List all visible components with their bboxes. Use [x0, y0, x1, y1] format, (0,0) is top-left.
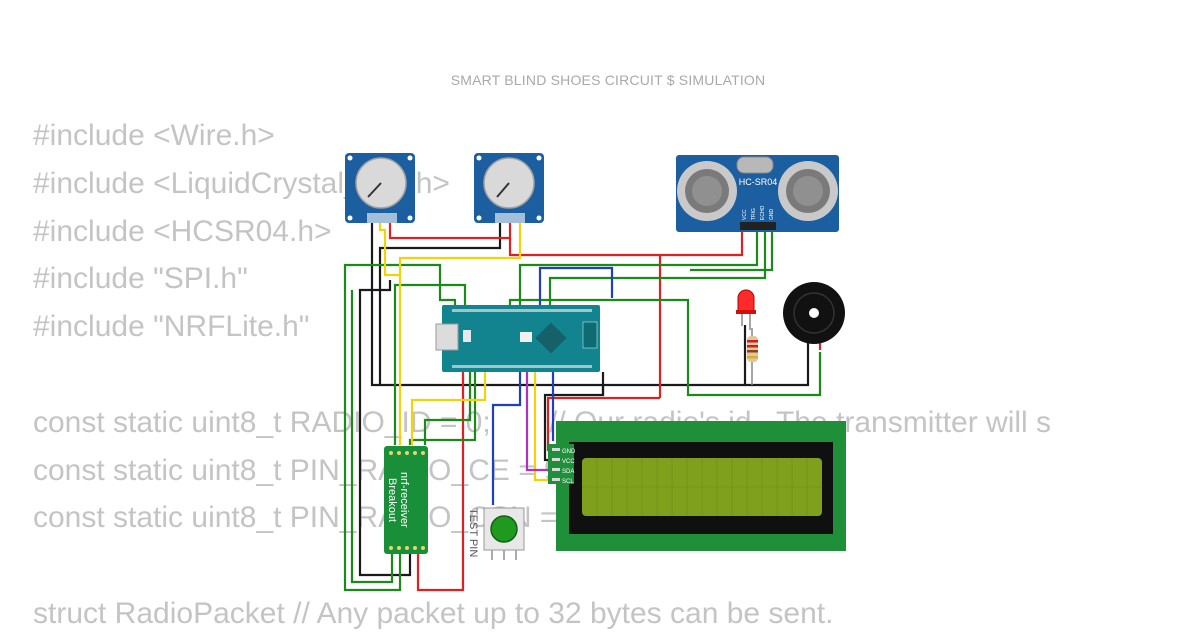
wire-gnd — [745, 330, 810, 387]
wire-signal — [690, 228, 774, 272]
pin-label: GND — [769, 209, 775, 221]
lcd-i2c-pins — [552, 448, 560, 481]
wire-vcc — [508, 238, 662, 398]
test-push-button[interactable]: TEST PIN — [467, 507, 525, 560]
lcd-grid — [582, 458, 822, 516]
wire-pot — [398, 222, 522, 275]
wire-blue — [538, 266, 614, 305]
wire-signal — [518, 228, 759, 305]
arduino-nano[interactable] — [435, 305, 600, 372]
wire-signal — [423, 372, 472, 445]
buzzer[interactable] — [783, 282, 845, 344]
lcd-pin-label: SCL — [562, 479, 574, 485]
wire-vcc — [416, 372, 465, 592]
potentiometer-1[interactable] — [345, 153, 415, 223]
nrf-receiver-module[interactable]: nrf-receiver Breakout — [384, 446, 428, 554]
wire-gnd — [358, 280, 412, 577]
lcd-pin-label: VCC — [562, 459, 575, 465]
wire-gnd — [370, 222, 660, 387]
pin-label: TRIG — [751, 208, 757, 220]
wire-button — [491, 372, 522, 505]
wire-vcc — [388, 222, 512, 240]
lcd-pin-label: SDA — [562, 469, 574, 475]
code-line: #include "NRFLite.h" — [33, 310, 310, 344]
wire-signal — [548, 228, 767, 305]
circuit-diagram: HC-SR04 VCC TRIG ECHO GND — [343, 153, 846, 592]
wire-sda — [525, 372, 555, 472]
button-label: TEST PIN — [467, 508, 479, 557]
lcd-pin-label: GND — [562, 449, 576, 455]
red-led[interactable] — [736, 289, 756, 330]
diagram-title: SMART BLIND SHOES CIRCUIT $ SIMULATION — [450, 72, 766, 88]
wire-signal — [343, 305, 402, 592]
pin-label: VCC — [742, 209, 748, 220]
code-line: #include <Wire.h> — [33, 119, 275, 152]
wire-gnd — [660, 325, 747, 387]
wire-gnd — [378, 222, 502, 385]
wire-signal — [350, 290, 394, 584]
pin-label: ECHO — [760, 205, 766, 220]
wire-signal — [343, 263, 457, 305]
wire-pot — [378, 222, 402, 445]
lcd-display[interactable]: GND VCC SDA SCL — [548, 421, 846, 551]
nrf-label: nrf-receiver — [398, 472, 410, 528]
wire-vcc — [660, 228, 744, 257]
wire-signal — [408, 372, 477, 445]
wire-pot — [410, 372, 487, 445]
wire-signal — [508, 298, 822, 397]
code-line: struct RadioPacket // Any packet up to 3… — [33, 596, 834, 630]
wire-blue — [551, 372, 555, 442]
code-line: #include <HCSR04.h> — [33, 214, 332, 248]
ultrasonic-sensor[interactable]: HC-SR04 VCC TRIG ECHO GND — [676, 155, 839, 232]
ultrasonic-label: HC-SR04 — [739, 177, 778, 187]
header-pins — [452, 309, 592, 368]
wire-signal — [393, 283, 467, 445]
nrf-label: Breakout — [386, 478, 398, 522]
code-line: #include "SPI.h" — [33, 262, 248, 296]
potentiometer-2[interactable] — [474, 153, 544, 223]
nrf-pins — [389, 451, 425, 550]
resistor[interactable] — [747, 328, 758, 385]
